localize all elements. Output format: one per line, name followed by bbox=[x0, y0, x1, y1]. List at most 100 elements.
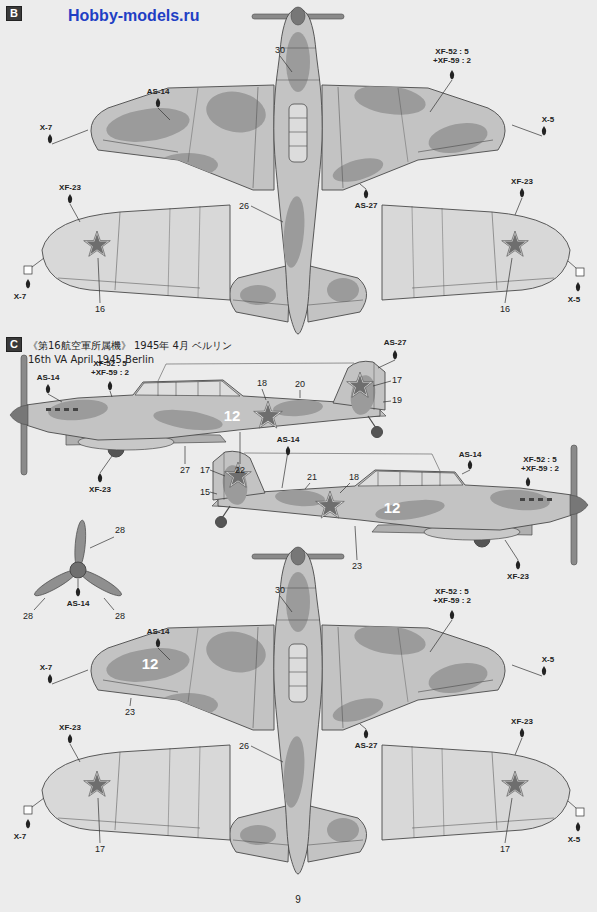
camouflage-patch bbox=[327, 818, 359, 842]
camouflage-patch bbox=[104, 103, 192, 146]
leader-line bbox=[90, 537, 114, 548]
panel-line bbox=[338, 627, 343, 728]
side-view bbox=[212, 445, 588, 565]
decal-icon bbox=[24, 266, 32, 274]
leader-line bbox=[515, 198, 522, 215]
leader-line bbox=[505, 798, 512, 843]
callout-number: 16 bbox=[95, 304, 105, 314]
wing-outline bbox=[382, 205, 570, 300]
canopy-frame bbox=[440, 472, 441, 486]
leader-line bbox=[158, 648, 170, 660]
star-insignia bbox=[225, 462, 252, 487]
airframe-outline bbox=[306, 265, 367, 322]
camouflage-patch bbox=[158, 153, 218, 177]
underside-wing bbox=[382, 745, 570, 840]
callout-number: 28 bbox=[23, 611, 33, 621]
callout-number: 26 bbox=[239, 201, 249, 211]
paint-drop bbox=[450, 610, 455, 620]
paint-drop bbox=[364, 729, 369, 739]
leader-line bbox=[378, 360, 395, 368]
leader-line bbox=[52, 130, 88, 144]
leader-line bbox=[185, 446, 186, 464]
camouflage-patch bbox=[330, 154, 385, 187]
leader-line bbox=[104, 598, 114, 610]
airframe-outline bbox=[91, 85, 274, 190]
leader-line bbox=[430, 80, 452, 112]
paint-code: AS-14 bbox=[67, 599, 90, 608]
decal-icon bbox=[24, 806, 32, 814]
leader-line bbox=[78, 579, 79, 587]
heading: 《第16航空軍所属機》 1945年 4月 ベルリン bbox=[28, 340, 232, 352]
camouflage-patch bbox=[352, 621, 427, 659]
paint-drop bbox=[68, 734, 73, 744]
camouflage-patch bbox=[286, 32, 310, 92]
leader-line bbox=[98, 258, 100, 303]
section-letter: C bbox=[10, 338, 18, 350]
section-letter: B bbox=[10, 7, 18, 19]
paint-drop bbox=[26, 819, 31, 829]
canopy-frame bbox=[289, 658, 307, 659]
paint-code: AS-14 bbox=[459, 450, 482, 459]
leader-line bbox=[568, 261, 576, 268]
callout-number: 26 bbox=[239, 741, 249, 751]
underside-wing bbox=[382, 205, 570, 300]
callout-number: 23 bbox=[352, 561, 362, 571]
canopy-frame bbox=[198, 382, 199, 396]
callout-number: 18 bbox=[257, 378, 267, 388]
antenna-wire bbox=[158, 363, 354, 381]
paint-code: AS-14 bbox=[37, 373, 60, 382]
paint-drop bbox=[516, 560, 521, 570]
paint-drop bbox=[156, 638, 161, 648]
paint-drop bbox=[68, 194, 73, 204]
paint-code: X-5 bbox=[542, 115, 554, 124]
camouflage-patch bbox=[281, 195, 307, 268]
leader-line bbox=[130, 698, 131, 706]
exhaust-stub bbox=[64, 408, 69, 411]
leader-line bbox=[373, 381, 391, 386]
paint-code: X-5 bbox=[568, 295, 580, 304]
canopy-frame bbox=[289, 686, 307, 687]
paint-drop bbox=[450, 70, 455, 80]
airframe-outline bbox=[306, 805, 367, 862]
leader-line bbox=[282, 451, 288, 488]
callout-number: 27 bbox=[180, 465, 190, 475]
paint-code: XF-52 : 5 +XF-59 : 2 bbox=[428, 47, 476, 65]
paint-code: X-7 bbox=[40, 663, 52, 672]
star-insignia bbox=[87, 234, 108, 254]
callout-number: 17 bbox=[500, 844, 510, 854]
aileron-line bbox=[418, 680, 493, 692]
callout-number: 28 bbox=[115, 611, 125, 621]
panel-line bbox=[398, 628, 408, 702]
exhaust-stub bbox=[547, 498, 552, 501]
paint-drop bbox=[520, 728, 525, 738]
antenna-wire bbox=[244, 453, 440, 471]
callout-number: 17 bbox=[392, 375, 402, 385]
paint-code: XF-52 : 5 +XF-59 : 2 bbox=[86, 359, 134, 377]
canopy bbox=[289, 644, 307, 702]
leader-line bbox=[70, 204, 80, 222]
leader-line bbox=[505, 258, 512, 303]
callout-number: 23 bbox=[125, 707, 135, 717]
airframe-outline bbox=[274, 8, 322, 334]
leader-lines bbox=[32, 56, 576, 843]
decal-number: 12 bbox=[142, 655, 159, 672]
paint-drop bbox=[46, 384, 51, 394]
aileron-line bbox=[412, 212, 554, 290]
tailwheel-strut bbox=[368, 416, 376, 428]
leader-line bbox=[100, 456, 112, 473]
camouflage-patch bbox=[273, 398, 324, 417]
decal-number: 12 bbox=[224, 407, 241, 424]
leader-line bbox=[52, 670, 88, 684]
paint-drop bbox=[286, 446, 291, 456]
panel-line bbox=[253, 87, 258, 188]
star-insignia bbox=[254, 401, 283, 428]
star-insignia bbox=[505, 774, 526, 794]
aileron-line bbox=[103, 140, 178, 152]
leader-line bbox=[98, 798, 100, 843]
star-insignia bbox=[350, 375, 371, 395]
leader-line bbox=[568, 801, 576, 808]
camouflage-patch bbox=[426, 118, 491, 158]
decal-icon bbox=[576, 808, 584, 816]
paint-drop bbox=[48, 674, 53, 684]
